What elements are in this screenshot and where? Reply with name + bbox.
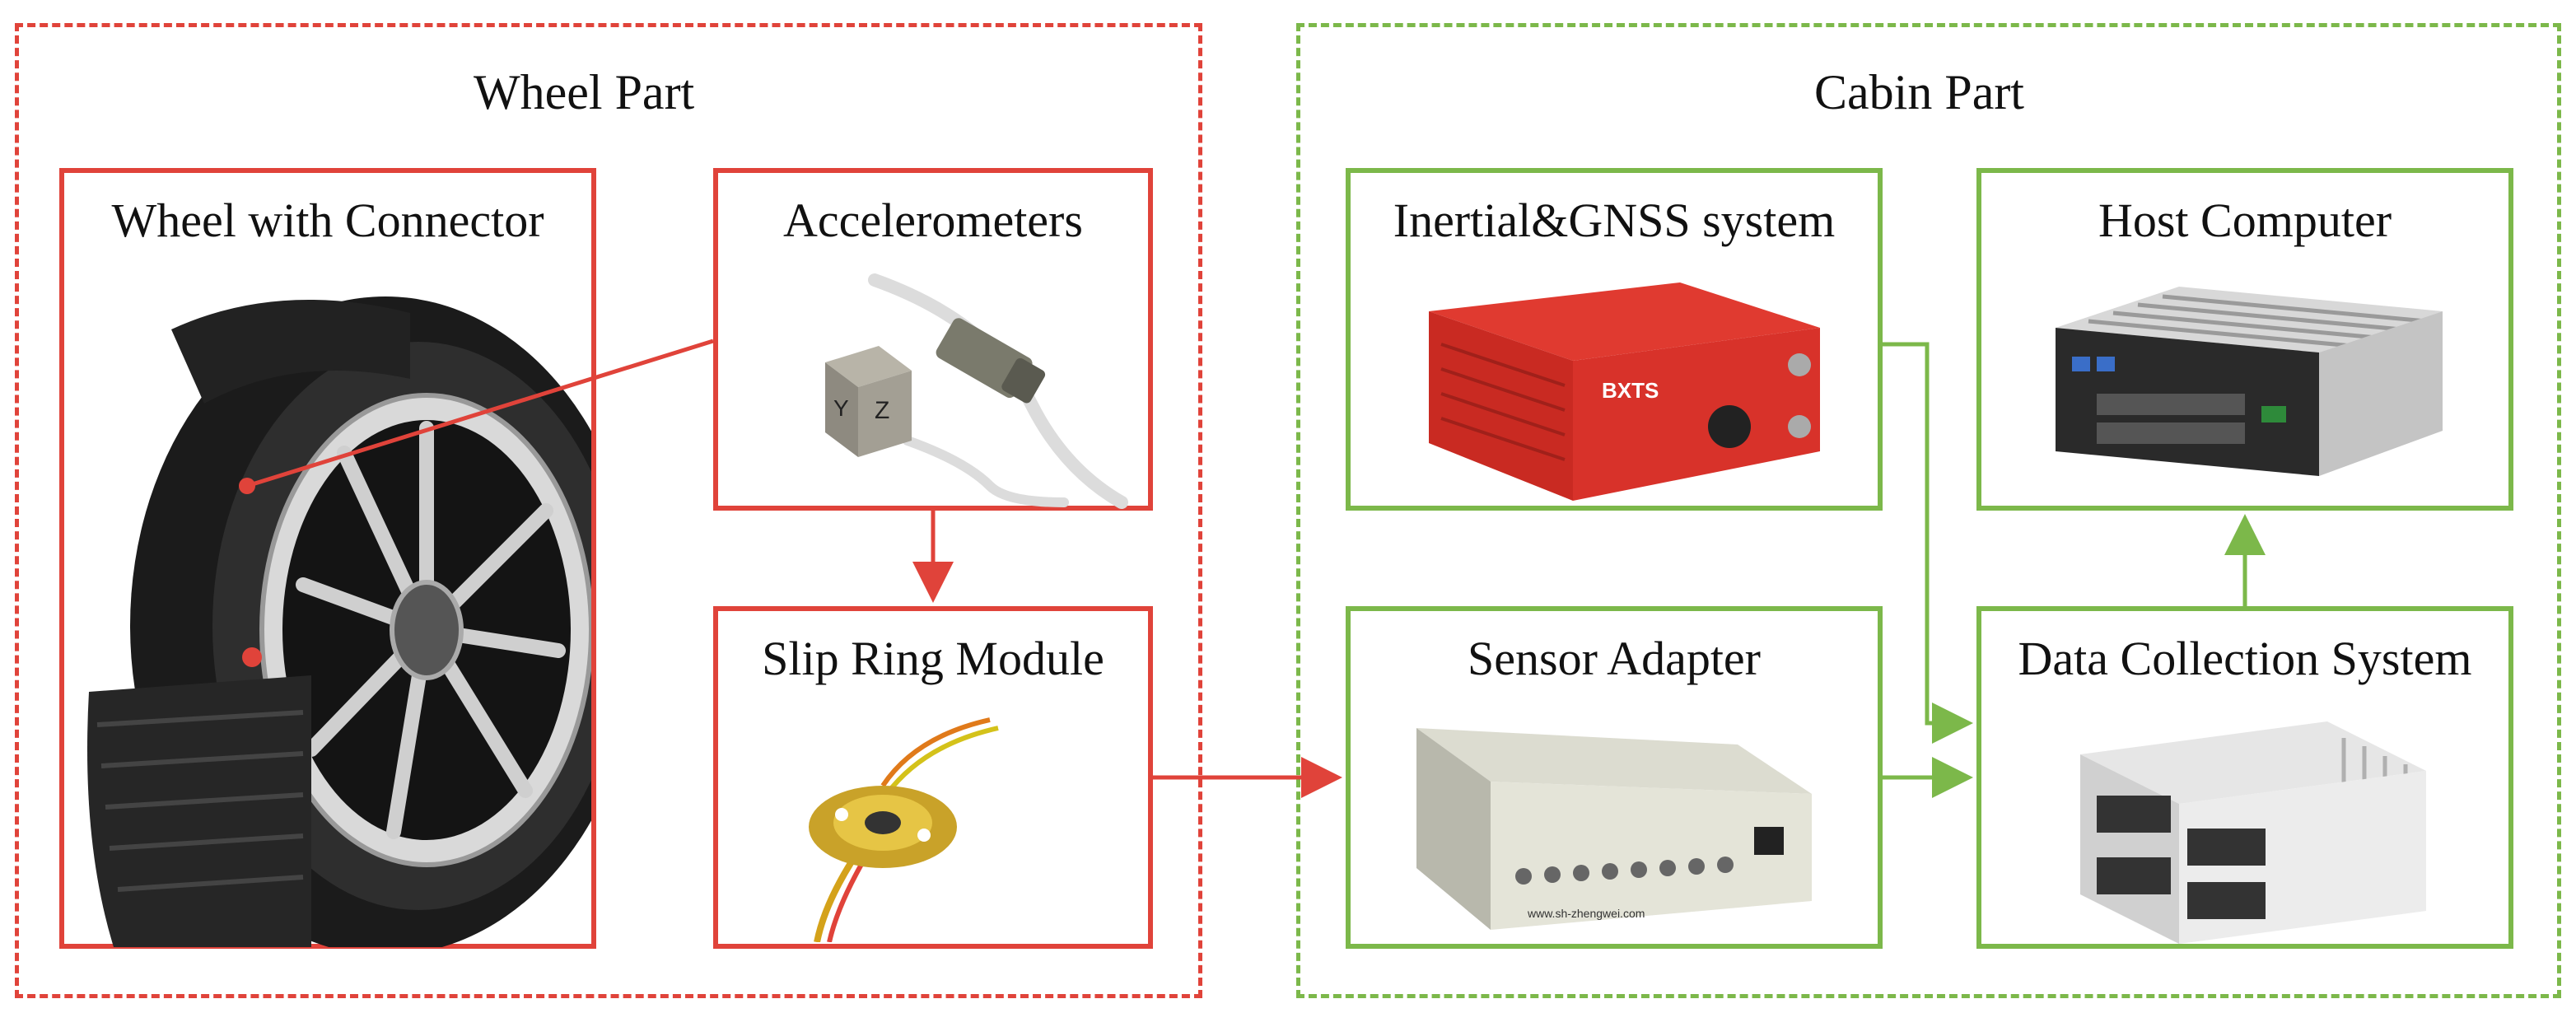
accelerometers-title: Accelerometers	[783, 194, 1083, 247]
host-computer-box: Host Computer	[1976, 168, 2513, 511]
inertial-gnss-title: Inertial&GNSS system	[1393, 194, 1836, 247]
host-computer-illustration	[2056, 287, 2443, 476]
inertial-gnss-illustration: BXTS	[1429, 282, 1820, 501]
inertial-to-data-collection-arrow	[1883, 342, 1973, 744]
sensor-adapter-title: Sensor Adapter	[1468, 632, 1761, 685]
wheel-part-title: Wheel Part	[474, 65, 695, 119]
wheel-with-connector-box: Wheel with Connector	[59, 168, 596, 949]
cube-label-z: Z	[875, 397, 889, 424]
wheel-with-connector-title: Wheel with Connector	[111, 194, 544, 247]
slip-ring-module-box: Slip Ring Module	[713, 606, 1153, 949]
wheel-part-group	[15, 23, 1202, 998]
data-collection-illustration	[2080, 721, 2426, 944]
inertial-gnss-box: Inertial&GNSS system BXTS	[1346, 168, 1883, 511]
accelerometer-illustration: Z Y	[825, 273, 1128, 509]
accelerometer-to-wheel-line	[246, 338, 714, 488]
cabin-part-group	[1296, 23, 2561, 998]
sensor-adapter-url: www.sh-zhengwei.com	[1527, 907, 1645, 920]
accelerometers-box: Accelerometers Z Y	[713, 168, 1153, 511]
inertial-brand: BXTS	[1602, 378, 1659, 403]
slip-ring-module-title: Slip Ring Module	[762, 632, 1104, 685]
wheel-illustration	[87, 296, 591, 947]
sensor-adapter-illustration: www.sh-zhengwei.com	[1416, 728, 1812, 930]
cube-label-y: Y	[833, 395, 849, 421]
host-computer-title: Host Computer	[2098, 194, 2392, 247]
slip-ring-illustration	[809, 717, 999, 942]
sensor-adapter-box: Sensor Adapter www.sh-zhengwei.com	[1346, 606, 1883, 949]
cabin-part-title: Cabin Part	[1814, 65, 2024, 119]
data-collection-system-box: Data Collection System	[1976, 606, 2513, 949]
data-collection-system-title: Data Collection System	[2018, 632, 2472, 685]
wheel-connector-dot	[239, 478, 255, 494]
